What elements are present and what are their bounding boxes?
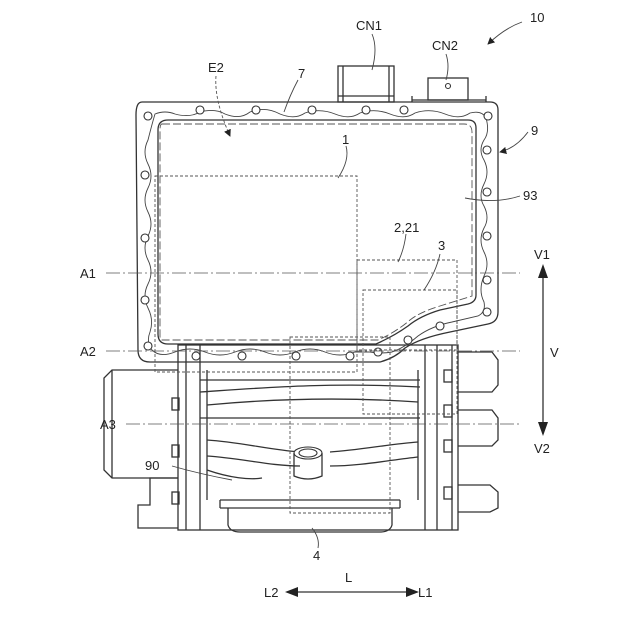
label-93: 93 <box>523 188 537 203</box>
label-cn2: CN2 <box>432 38 458 53</box>
label-v1: V1 <box>534 247 550 262</box>
label-cn1: CN1 <box>356 18 382 33</box>
label-a1: A1 <box>80 266 96 281</box>
label-l: L <box>345 570 352 585</box>
cover-seal-line <box>145 109 488 355</box>
label-a2: A2 <box>80 344 96 359</box>
label-10: 10 <box>530 10 544 25</box>
label-l1: L1 <box>418 585 432 600</box>
label-a3: A3 <box>100 417 116 432</box>
connector-cn1 <box>338 66 394 102</box>
direction-arrows <box>285 264 548 597</box>
label-1: 1 <box>342 132 349 147</box>
label-7: 7 <box>298 66 305 81</box>
cover-outline <box>136 102 498 362</box>
label-90: 90 <box>145 458 159 473</box>
component-1 <box>155 176 357 372</box>
cover-plate <box>136 102 498 362</box>
component-4 <box>290 337 390 513</box>
label-3: 3 <box>438 238 445 253</box>
label-l2: L2 <box>264 585 278 600</box>
leader-lines <box>172 22 528 548</box>
cover-bolts <box>141 106 492 360</box>
label-2-21: 2,21 <box>394 220 419 235</box>
lower-housing <box>104 345 498 532</box>
label-v: V <box>550 345 559 360</box>
region-e2 <box>160 124 472 340</box>
label-4: 4 <box>313 548 320 563</box>
label-9: 9 <box>531 123 538 138</box>
label-e2: E2 <box>208 60 224 75</box>
label-v2: V2 <box>534 441 550 456</box>
connector-cn2 <box>412 78 486 102</box>
